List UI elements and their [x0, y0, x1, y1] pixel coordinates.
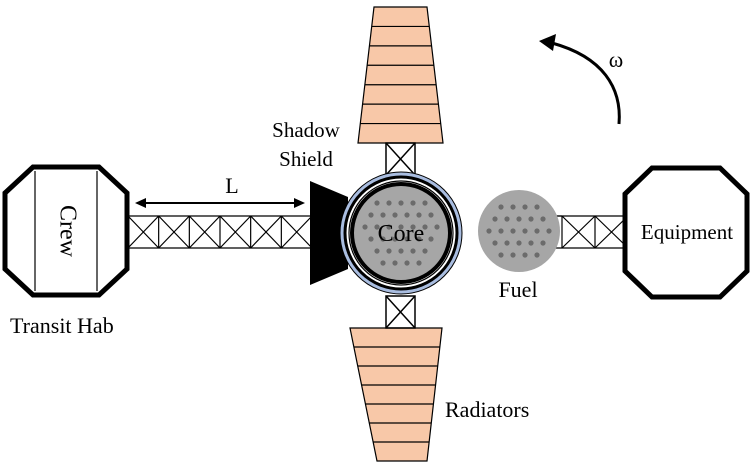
- left-truss-boom: [127, 215, 313, 249]
- fuel-pellet-dot: [534, 204, 540, 210]
- core-fuel-rod-dots: [362, 200, 440, 266]
- truss-diagonal: [219, 215, 252, 249]
- shadow-shield-label-line1: Shadow: [272, 118, 341, 142]
- fuel-pellet-dot: [504, 216, 510, 222]
- shadow-shield-label-line2: Shield: [279, 147, 333, 171]
- fuel-pellet-dot: [368, 236, 374, 242]
- fuel-pellet-dot: [374, 248, 380, 254]
- fuel-pellet-dot: [486, 228, 492, 234]
- fuel-pellet-dot: [368, 212, 374, 218]
- fuel-pellet-dot: [374, 224, 380, 230]
- fuel-pellet-dot: [398, 248, 404, 254]
- crew-label: Crew: [54, 205, 80, 258]
- fuel-pellet-dot: [416, 212, 422, 218]
- top-radiator-panel-lines: [360, 25, 441, 125]
- fuel-pellet-dot: [528, 240, 534, 246]
- rotation-arrow: [539, 34, 621, 125]
- crew-transit-hab: Crew: [2, 164, 130, 298]
- top-connector-truss: [385, 142, 416, 176]
- length-arrow: [135, 198, 305, 208]
- fuel-pellet-dot: [498, 228, 504, 234]
- fuel-pellet-dot: [410, 224, 416, 230]
- fuel-pellet-dot: [510, 252, 516, 258]
- fuel-pellet-dot: [386, 224, 392, 230]
- fuel-pellet-dot: [422, 248, 428, 254]
- fuel-pellet-dot: [498, 252, 504, 258]
- fuel-pellet-dot: [416, 260, 422, 266]
- bottom-radiator-panel-lines: [353, 346, 440, 443]
- fuel-pellet-dot: [510, 204, 516, 210]
- fuel-pellet-dot: [410, 200, 416, 206]
- fuel-dots: [486, 204, 552, 258]
- fuel-pellet-dot: [504, 240, 510, 246]
- fuel-pellet-dot: [492, 240, 498, 246]
- fuel-pellet-dot: [522, 252, 528, 258]
- fuel-label: Fuel: [498, 277, 537, 302]
- fuel-pellet-dot: [380, 236, 386, 242]
- length-label: L: [225, 173, 238, 198]
- fuel-pellet-dot: [522, 204, 528, 210]
- omega-label: ω: [609, 47, 623, 72]
- shadow-shield: [310, 181, 348, 285]
- equipment-label: Equipment: [641, 220, 733, 244]
- top-radiator: [357, 6, 444, 144]
- fuel-pellet-dot: [410, 248, 416, 254]
- truss-diagonal: [158, 215, 190, 249]
- truss-diagonal: [250, 215, 282, 249]
- fuel-pellet-dot: [398, 224, 404, 230]
- fuel-pellet-dot: [392, 212, 398, 218]
- fuel-pellet-dot: [392, 260, 398, 266]
- fuel-pellet-dot: [404, 260, 410, 266]
- fuel-pellet-dot: [428, 236, 434, 242]
- fuel-pellet-dot: [546, 228, 552, 234]
- bottom-connector-truss: [385, 295, 416, 329]
- fuel-pellet-dot: [398, 200, 404, 206]
- fuel-pellet-dot: [422, 224, 428, 230]
- fuel-pellet-dot: [380, 260, 386, 266]
- radiators-label: Radiators: [445, 397, 529, 422]
- fuel-pellet-dot: [362, 224, 368, 230]
- fuel-pellet-dot: [404, 212, 410, 218]
- fuel-pellet-dot: [516, 216, 522, 222]
- fuel-pellet-dot: [386, 200, 392, 206]
- truss-diagonal: [127, 215, 160, 249]
- bottom-radiator: [349, 327, 443, 462]
- fuel-pellet-dot: [540, 240, 546, 246]
- fuel-pellet-dot: [498, 204, 504, 210]
- fuel-pellet-dot: [534, 228, 540, 234]
- fuel-pellet-dot: [522, 228, 528, 234]
- fuel-pellet-dot: [528, 216, 534, 222]
- truss-diagonal: [280, 215, 313, 249]
- transit-hab-label: Transit Hab: [10, 313, 114, 338]
- truss-diagonal: [561, 215, 596, 249]
- fuel-pellet-dot: [380, 212, 386, 218]
- core-label: Core: [378, 221, 425, 247]
- fuel-tank: [478, 190, 560, 272]
- fuel-pellet-dot: [404, 236, 410, 242]
- truss-diagonal: [188, 215, 221, 249]
- equipment-module: [622, 165, 750, 300]
- fuel-pellet-dot: [386, 248, 392, 254]
- fuel-pellet-dot: [534, 252, 540, 258]
- fuel-pellet-dot: [510, 228, 516, 234]
- fuel-pellet-dot: [422, 200, 428, 206]
- fuel-pellet-dot: [392, 236, 398, 242]
- reactor-core: [339, 171, 463, 295]
- fuel-pellet-dot: [428, 212, 434, 218]
- fuel-pellet-dot: [516, 240, 522, 246]
- fuel-pellet-dot: [434, 224, 440, 230]
- fuel-pellet-dot: [416, 236, 422, 242]
- fuel-pellet-dot: [374, 200, 380, 206]
- fuel-pellet-dot: [492, 216, 498, 222]
- fuel-pellet-dot: [540, 216, 546, 222]
